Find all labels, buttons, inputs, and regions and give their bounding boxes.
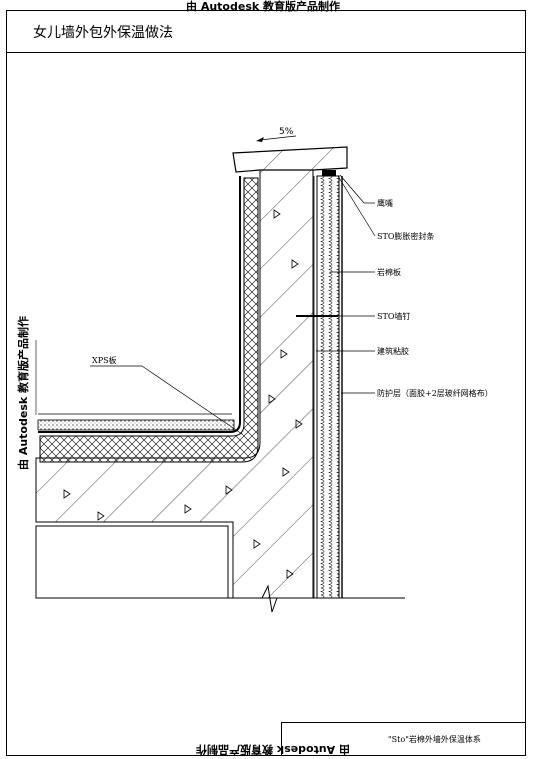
gravel-layer	[37, 419, 235, 431]
interior-room	[35, 525, 229, 599]
break-line	[261, 584, 278, 613]
coping	[232, 146, 348, 173]
slope-label: 5%	[279, 127, 294, 137]
label-protective-layer: 防护层（面胶+2层玻纤网格布）	[377, 388, 493, 398]
xps-board	[39, 177, 259, 463]
aggregate-marks	[63, 209, 303, 579]
waterproof-membrane	[38, 176, 241, 433]
title-block	[281, 722, 526, 756]
rock-wool-board	[316, 175, 340, 599]
title-block-system-name: "Sto"岩棉外墙外保温体系	[388, 735, 481, 744]
label-rock-wool: 岩棉板	[377, 267, 401, 277]
label-xps: XPS板	[92, 355, 117, 365]
drawing-title: 女儿墙外包外保温做法	[33, 25, 173, 41]
label-sealing-strip: STO膨胀密封条	[377, 231, 434, 241]
drawing-frame	[6, 10, 526, 756]
sealing-strip	[322, 170, 336, 176]
label-adhesive: 建筑粘胶	[377, 346, 409, 356]
title-block-cell	[282, 723, 382, 756]
label-drip: 鹰嘴	[377, 198, 393, 208]
label-anchor: STO墙钉	[377, 311, 410, 321]
title-divider	[6, 52, 526, 53]
slope-arrow	[259, 135, 297, 141]
leader-lines	[90, 174, 376, 435]
watermark-top: 由 Autodesk 教育版产品制作	[186, 0, 341, 13]
